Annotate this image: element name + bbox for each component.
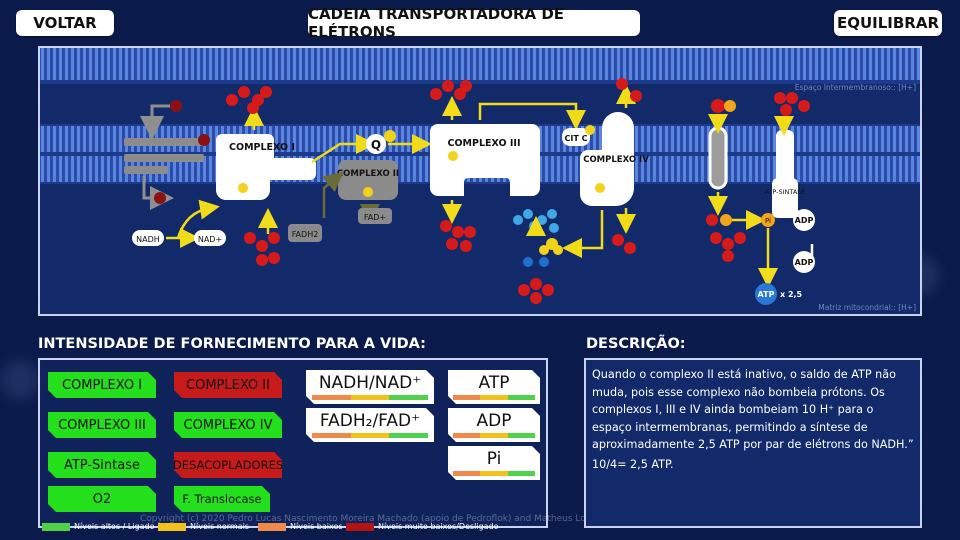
- legend-label: Níveis altos / Ligado: [74, 522, 155, 531]
- background-blob: [0, 360, 40, 400]
- legend-label: Níveis normais: [190, 522, 249, 531]
- toggle-translocase[interactable]: F. Translocase: [174, 486, 270, 512]
- cytc-label: CIT C: [565, 134, 588, 143]
- back-button[interactable]: VOLTAR: [16, 10, 114, 36]
- complex-3-label: COMPLEXO III: [448, 138, 521, 149]
- description-formula: 10/4= 2,5 ATP.: [592, 457, 674, 471]
- meter-label: NADH/NAD⁺: [318, 372, 422, 393]
- balance-button[interactable]: EQUILIBRAR: [834, 10, 942, 36]
- fadh2-label: FADH2: [292, 230, 319, 239]
- description-text: Quando o complexo II está inativo, o sal…: [592, 368, 914, 451]
- proton-group: [774, 92, 810, 116]
- meter-bar: [453, 433, 536, 438]
- adp-label: ADP: [795, 216, 814, 225]
- complex-2-label: COMPLEXO II: [337, 169, 399, 179]
- cytochrome-c: [562, 128, 590, 146]
- matrix-label: Matriz mitocondrial:: [H+]: [818, 303, 916, 312]
- meter-label: ADP: [476, 410, 512, 431]
- legend-swatch: [346, 522, 374, 531]
- description-panel: Quando o complexo II está inativo, o sal…: [584, 358, 922, 528]
- fad-plus-label: FAD+: [364, 213, 386, 222]
- meter-atp[interactable]: ATP: [448, 370, 540, 404]
- fadh2-pill: [288, 224, 322, 242]
- diagram-svg: COMPLEXO I NADH NAD+ Q: [40, 48, 920, 312]
- legend-normal: Níveis normais: [158, 522, 249, 531]
- outer-membrane: [40, 48, 920, 80]
- legend-high: Níveis altos / Ligado: [42, 522, 155, 531]
- meter-fadh2-fad[interactable]: FADH₂/FAD⁺: [306, 408, 434, 442]
- complex-2[interactable]: COMPLEXO II: [337, 160, 399, 200]
- legend-swatch: [258, 522, 286, 531]
- intermembrane-label: Espaço Intermembranoso:: [H+]: [795, 83, 916, 92]
- oxygen-atom: [523, 257, 533, 267]
- page-title: CADEIA TRANSPORTADORA DE ELÉTRONS: [308, 5, 640, 41]
- meter-bar: [312, 433, 427, 438]
- atp-product: [755, 283, 777, 305]
- oxygen-atom: [539, 257, 549, 267]
- meter-adp[interactable]: ADP: [448, 408, 540, 442]
- legend-swatch: [42, 522, 70, 531]
- toggle-complex-4[interactable]: COMPLEXO IV: [174, 412, 282, 438]
- pi-label: Pi: [765, 217, 771, 225]
- proton-group: [440, 220, 476, 252]
- proton-group: [244, 232, 280, 266]
- legend-label: Níveis baixos: [290, 522, 343, 531]
- meter-bar: [312, 395, 427, 400]
- fad-plus-pill: [358, 208, 392, 224]
- complex-1[interactable]: COMPLEXO I: [216, 134, 316, 200]
- adp-label-2: ADP: [795, 258, 814, 267]
- nadh-label: NADH: [136, 235, 160, 244]
- atp-synthase[interactable]: ATP-SINTASE: [764, 130, 806, 218]
- proton-group: [430, 80, 472, 100]
- meter-bar: [453, 471, 536, 476]
- meter-bar: [453, 395, 536, 400]
- electron-transport-diagram: COMPLEXO I NADH NAD+ Q: [38, 46, 922, 316]
- meter-nadh-nad[interactable]: NADH/NAD⁺: [306, 370, 434, 404]
- meter-label: ATP: [478, 372, 510, 393]
- uncoupler-structure: [124, 100, 210, 210]
- proton-group: [710, 232, 746, 262]
- adp-bubble: [793, 209, 815, 231]
- meter-pi[interactable]: Pi: [448, 446, 540, 480]
- legend-very-low: Níveis muito baixos/Desligado: [346, 522, 499, 531]
- supply-section-title: INTENSIDADE DE FORNECIMENTO PARA A VIDA:: [38, 336, 426, 352]
- adp-bubble: [793, 251, 815, 273]
- toggle-complex-1[interactable]: COMPLEXO I: [48, 372, 156, 398]
- supply-panel: COMPLEXO I COMPLEXO II COMPLEXO III COMP…: [38, 358, 548, 528]
- toggle-o2[interactable]: O2: [48, 486, 156, 512]
- meter-label: FADH₂/FAD⁺: [319, 410, 421, 431]
- legend-label: Níveis muito baixos/Desligado: [378, 522, 499, 531]
- proton-group: [612, 234, 636, 254]
- complex-4[interactable]: COMPLEXO IV: [580, 112, 649, 206]
- atp-yield: x 2,5: [780, 290, 803, 299]
- ubiquinone-q: [366, 134, 386, 154]
- toggle-uncouplers[interactable]: DESACOPLADORES: [174, 452, 282, 478]
- proton-group: [616, 78, 642, 102]
- phosphate-translocase[interactable]: [708, 126, 728, 190]
- complex-3[interactable]: COMPLEXO III: [430, 124, 540, 196]
- proton-group: [518, 278, 554, 304]
- nadh-pill: [132, 230, 164, 246]
- meter-label: Pi: [486, 448, 502, 469]
- legend-swatch: [158, 522, 186, 531]
- toggle-complex-3[interactable]: COMPLEXO III: [48, 412, 156, 438]
- nad-plus-pill: [194, 230, 226, 246]
- atp-synthase-label: ATP-SINTASE: [764, 188, 805, 196]
- legend-low: Níveis baixos: [258, 522, 343, 531]
- nad-plus-label: NAD+: [198, 235, 222, 244]
- toggle-complex-2[interactable]: COMPLEXO II: [174, 372, 282, 398]
- copyright-text: Copyright (c) 2020 Pedro Lucas Nasciment…: [140, 514, 771, 524]
- atp-label: ATP: [758, 290, 775, 299]
- toggle-atp-synthase[interactable]: ATP-Sintase: [48, 452, 156, 478]
- q-label: Q: [371, 138, 381, 152]
- complex-1-label: COMPLEXO I: [229, 142, 295, 153]
- proton-group: [226, 86, 272, 114]
- description-title: DESCRIÇÃO:: [586, 336, 686, 352]
- complex-4-label: COMPLEXO IV: [583, 155, 649, 165]
